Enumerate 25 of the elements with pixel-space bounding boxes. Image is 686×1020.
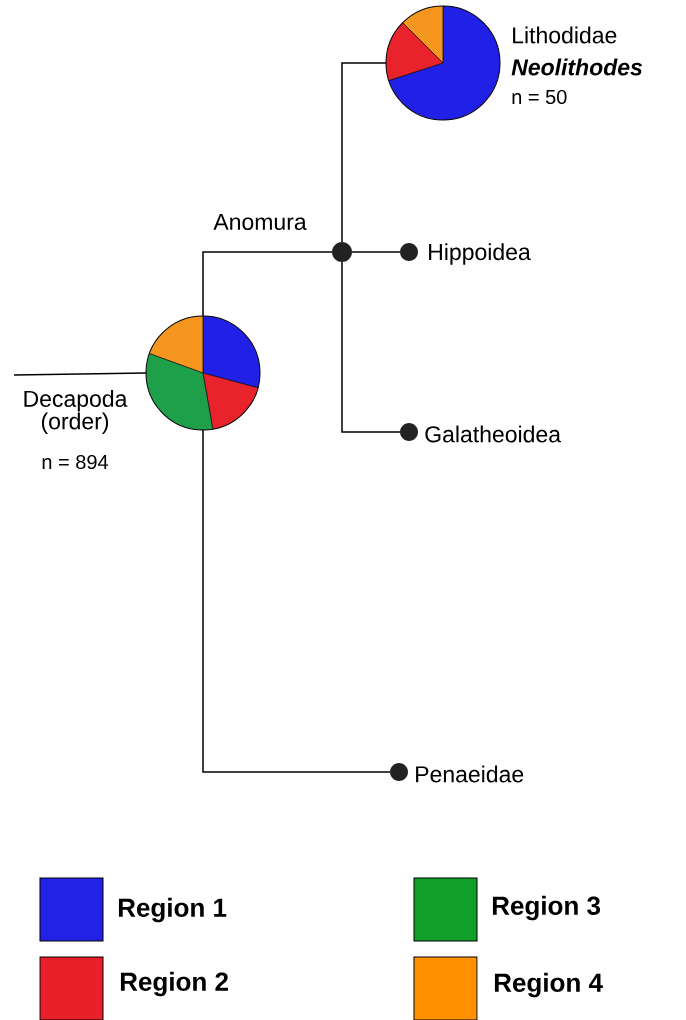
tree-branch [351,251,401,253]
taxon-label: Penaeidae [416,765,524,783]
tree-branch [202,251,333,317]
node-dot [390,763,408,781]
count-label: n = 894 [42,454,109,470]
legend-label: Region 3 [492,895,601,921]
tree-branch [13,372,147,376]
tree-branch [341,62,387,243]
node-dot [332,242,352,262]
taxon-label: Hippoidea [429,243,531,265]
count-label: n = 50 [512,89,567,105]
pie-chart [145,315,261,431]
tree-branch [202,429,391,773]
legend-label: Region 1 [118,897,227,923]
legend-label: Region 4 [494,972,603,998]
pie-chart [385,5,501,121]
node-dot [400,423,418,441]
taxon-label: Anomura [213,213,307,230]
taxon-label: Galatheoidea [425,425,561,443]
taxon-label: Decapoda (order) [24,390,128,434]
taxon-label: Neolithodes [511,58,643,76]
taxon-label: Lithodidae [513,26,617,44]
node-dot [400,243,418,261]
legend-label: Region 2 [120,971,228,997]
tree-branch [341,261,401,433]
